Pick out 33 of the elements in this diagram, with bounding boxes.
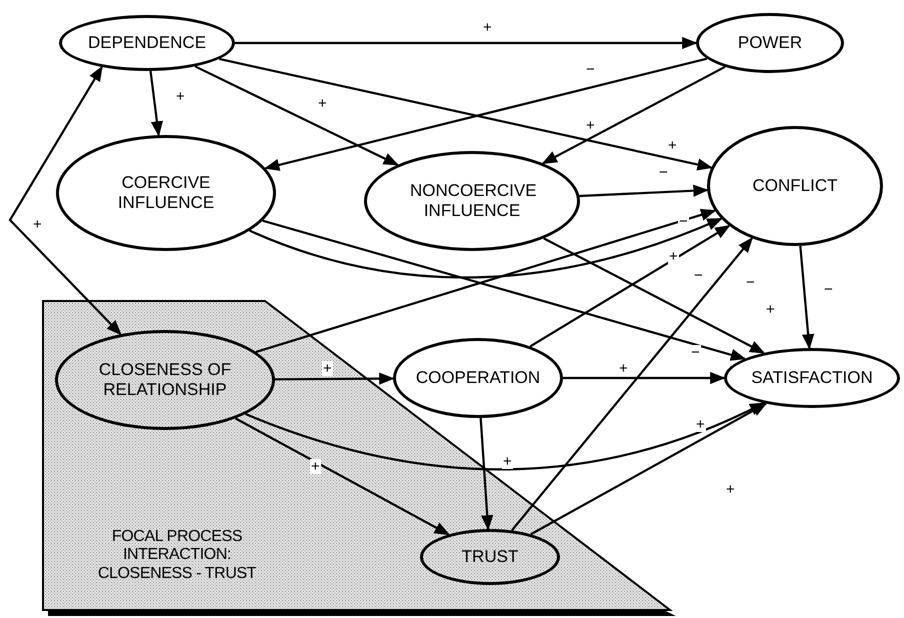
arrow [8,66,122,336]
arrow [480,418,494,531]
arrow [542,66,726,164]
arrow [543,237,766,354]
ellipse-node: SATISFACTION [724,348,900,408]
ellipse-node: CLOSENESS OF RELATIONSHIP [55,330,275,430]
edge-label: + [502,454,513,469]
arrow [194,65,399,166]
arrow [235,36,698,50]
arrow [149,70,164,137]
arrow [511,237,753,532]
arrow [274,372,395,385]
ellipse-node: TRUST [420,529,560,585]
arrow [799,246,814,350]
arrow [579,184,709,198]
arrow [245,402,766,470]
ellipse-node: NONCOERCIVE INFLUENCE [364,151,580,251]
ellipse-node: POWER [696,13,844,73]
region-label: FOCAL PROCESS INTERACTION: CLOSENESS - TRUST [96,528,258,584]
arrow [262,220,746,361]
arrow [563,372,726,384]
ellipse-node: CONFLICT [707,126,883,246]
edge-label: + [310,459,321,474]
arrow [234,417,450,536]
edge-label: + [695,417,706,432]
edge-label: + [322,361,333,376]
ellipse-node: DEPENDENCE [59,15,235,71]
edge-label: + [668,249,679,264]
ellipse-node: COERCIVE INFLUENCE [56,135,276,251]
ellipse-node: COOPERATION [393,338,563,418]
arrow [249,218,723,278]
arrow [530,224,731,348]
arrow [530,402,768,536]
